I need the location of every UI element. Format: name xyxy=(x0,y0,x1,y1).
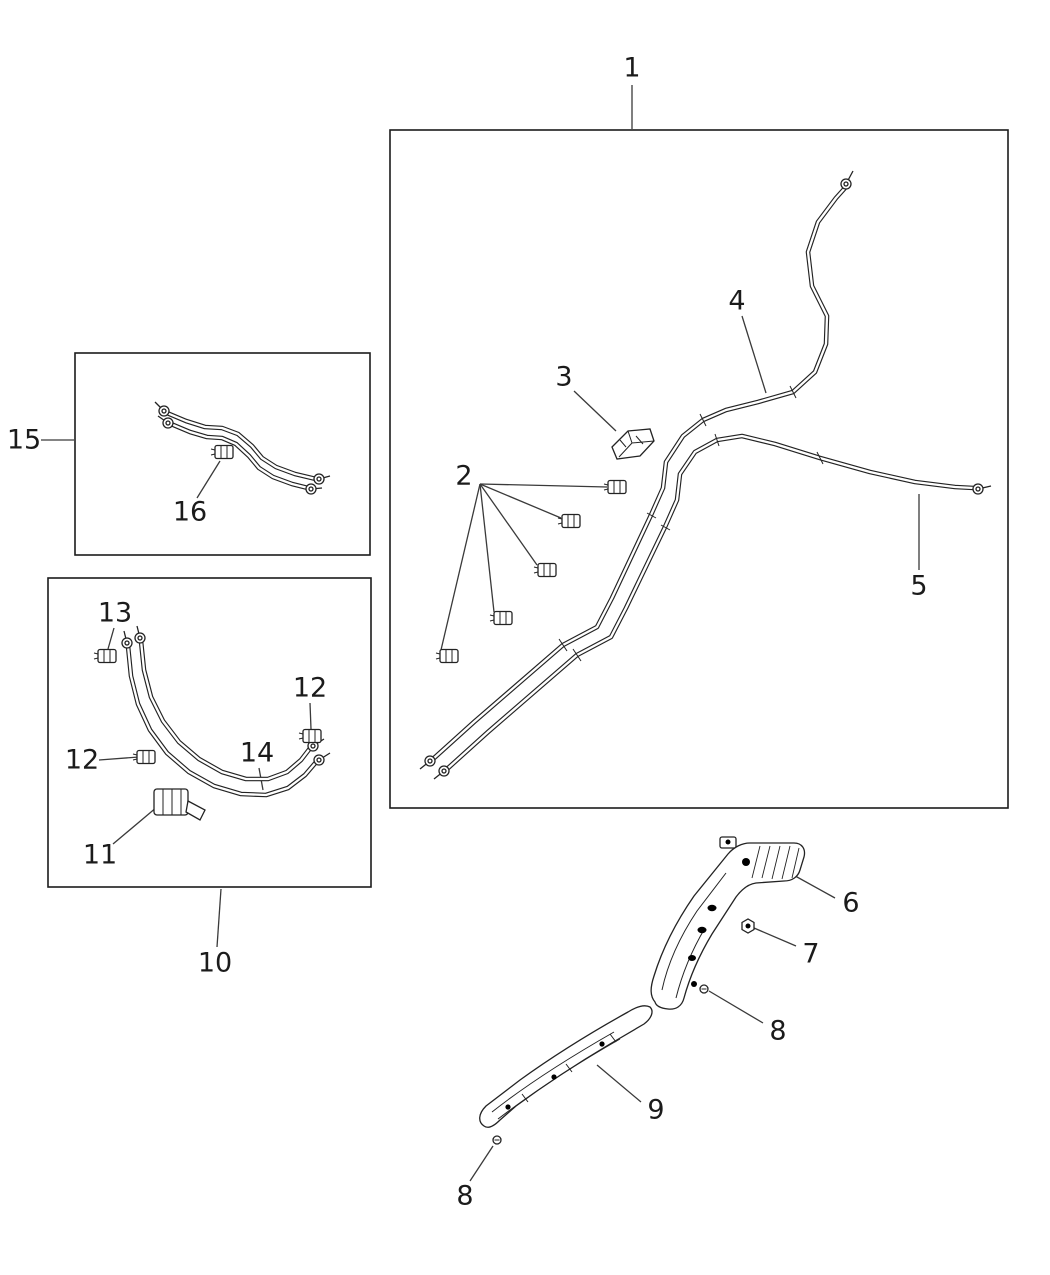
callout-5: 5 xyxy=(910,570,928,602)
jumper-tubes-group xyxy=(154,401,331,495)
front-shield-9 xyxy=(479,1005,653,1128)
main-detail-box xyxy=(389,129,1009,809)
front-tube-b xyxy=(138,638,314,782)
quick-connect-fitting-top xyxy=(840,170,854,190)
callout-8-upper: 8 xyxy=(769,1015,787,1047)
push-pin-8-lower xyxy=(492,1135,502,1145)
upper-left-detail-box xyxy=(74,352,371,556)
callout-13: 13 xyxy=(97,597,133,629)
callout-7: 7 xyxy=(802,938,820,970)
push-pin-8-upper xyxy=(699,984,709,994)
callout-3: 3 xyxy=(555,361,573,393)
callout-2: 2 xyxy=(455,460,473,492)
jumper-clip-16 xyxy=(210,444,234,460)
fuel-tube-front xyxy=(430,185,848,762)
leader-12-left xyxy=(98,756,140,761)
leader-8-upper xyxy=(708,990,764,1024)
leader-13 xyxy=(107,627,115,650)
fuel-tube-rear xyxy=(444,433,977,772)
lower-left-detail-box xyxy=(47,577,372,888)
leader-8-lower xyxy=(469,1145,494,1182)
callout-6: 6 xyxy=(842,887,860,919)
callout-12-right: 12 xyxy=(292,672,328,704)
callout-1: 1 xyxy=(623,52,641,84)
tube-clip-2b xyxy=(557,513,581,529)
leader-7 xyxy=(753,927,797,947)
shields-group xyxy=(479,836,806,1145)
tube-joint-ticks xyxy=(558,385,824,662)
callout-8-lower: 8 xyxy=(456,1180,474,1212)
leader-16 xyxy=(196,460,221,499)
rear-shield-6 xyxy=(650,836,806,1010)
tube-ends-bottom-left xyxy=(419,755,450,780)
front-clip-13 xyxy=(93,648,117,664)
callout-16: 16 xyxy=(172,496,208,528)
leader-10 xyxy=(216,888,222,948)
callout-12-left: 12 xyxy=(64,744,100,776)
callout-11: 11 xyxy=(82,839,118,871)
rear-shield-hatching xyxy=(751,845,800,880)
callout-15: 15 xyxy=(6,424,42,456)
jumper-end-fittings xyxy=(154,401,331,495)
tube-clip-2e xyxy=(435,648,459,664)
leader-9 xyxy=(596,1064,642,1103)
callout-14: 14 xyxy=(239,737,275,769)
callout-10: 10 xyxy=(197,947,233,979)
front-clip-12-right xyxy=(298,728,322,744)
leader-11 xyxy=(112,806,158,845)
tube-clip-2d xyxy=(489,610,513,626)
quick-connect-fitting-right xyxy=(972,483,992,495)
tube-clip-2a xyxy=(603,479,627,495)
tube-clip-2c xyxy=(533,562,557,578)
leader-2-fan xyxy=(440,483,608,651)
callout-9: 9 xyxy=(647,1094,665,1126)
tube-bracket-3 xyxy=(611,428,655,460)
callout-4: 4 xyxy=(728,285,746,317)
leader-lines xyxy=(41,85,920,1182)
main-fuel-lines-group xyxy=(419,170,992,780)
leader-3 xyxy=(573,390,617,432)
leader-4 xyxy=(741,315,767,394)
leader-12-right xyxy=(309,702,312,730)
retainer-11 xyxy=(153,788,206,821)
front-fuel-lines-group xyxy=(93,625,331,821)
nut-7 xyxy=(741,918,755,934)
